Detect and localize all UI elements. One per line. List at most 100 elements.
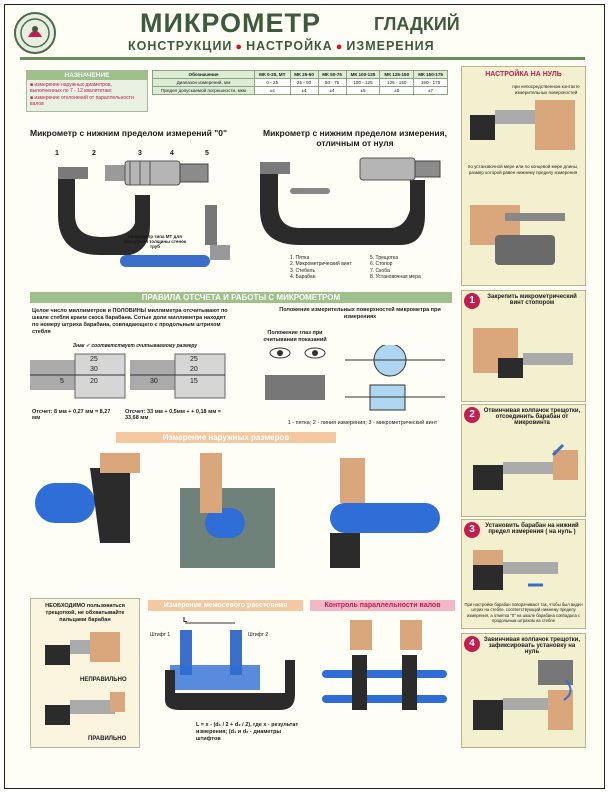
table-column-header: МК 50-75 <box>317 70 347 79</box>
mt-caption: Микрометр типа МТ для измерения толщины … <box>123 234 187 249</box>
spec-table-wrap: Обозначение МК 0-25, МТ МК 25-50 МК 50-7… <box>151 70 448 95</box>
setup-heading: НАСТРОЙКА НА НУЛЬ <box>485 71 562 78</box>
scale-number: 20 <box>190 366 198 373</box>
bullet-icon: ● <box>335 41 344 53</box>
table-cell: 50 - 75 <box>317 78 347 87</box>
step-2-illustration <box>473 443 578 490</box>
legend-item: 6. Стопор <box>370 261 393 268</box>
table-row-header: Обозначение <box>151 70 256 79</box>
parts-legend-right: 5. Трещотка 6. Стопор 7. Скоба 8. Устано… <box>370 255 421 280</box>
vernier-scale-illustrations <box>30 353 226 399</box>
setup-note-2: по установочной мере или по концевой мер… <box>467 164 579 175</box>
step-number: 1 <box>464 293 480 309</box>
poster-subtitle: КОНСТРУКЦИИ●НАСТРОЙКА●ИЗМЕРЕНИЯ <box>128 39 435 53</box>
callout-number: 3 <box>138 150 142 157</box>
table-column-header: МК 125-150 <box>379 70 415 79</box>
step-4-text: Завинчивая колпачок трещотки, зафиксиров… <box>484 637 580 655</box>
setup-illustrations <box>470 100 575 265</box>
table-cell: ±5 <box>379 86 415 95</box>
table-cell: 150 - 175 <box>413 78 448 87</box>
poster-title: МИКРОМЕТР <box>140 8 322 38</box>
step-3-illustration <box>473 550 558 590</box>
micrometer-zero-illustration <box>58 160 230 267</box>
eye-position-illustration <box>265 345 445 411</box>
step-number: 2 <box>464 407 480 423</box>
purpose-panel: НАЗНАЧЕНИЕ ■ измерение наружных диаметро… <box>26 70 148 112</box>
center-distance-illustration <box>165 622 295 710</box>
scale-number: 25 <box>190 356 198 363</box>
table-cell: 125 - 150 <box>379 78 415 87</box>
table-row-header: Предел допускаемой погрешности, мкм <box>151 86 256 95</box>
center-distance-heading: Измерение межосевого расстояния <box>148 600 303 611</box>
legend-item: 7. Скоба <box>370 267 390 274</box>
subtitle-part: ИЗМЕРЕНИЯ <box>346 39 435 53</box>
rules-text: Целое число миллиметров и ПОЛОВИНЫ милли… <box>32 308 228 336</box>
scale-number: 15 <box>190 378 198 385</box>
step-1-text: Закрепить микрометрический винт стопором <box>487 294 577 306</box>
table-cell: 100 - 125 <box>345 78 381 87</box>
scale-number: 25 <box>90 356 98 363</box>
right-label: ПРАВИЛЬНО <box>88 736 127 742</box>
reading-example-1: Отсчет: 8 мм + 0,27 мм = 8,27 мм <box>32 409 111 421</box>
dimension-label: L <box>183 617 188 624</box>
publisher-logo <box>14 12 56 54</box>
reading-example-2: Отсчет: 33 мм + 0,5мм + + 0,18 мм = 33,6… <box>125 409 222 421</box>
table-cell: 25 - 50 <box>289 78 319 87</box>
callout-number: 5 <box>205 150 209 157</box>
step-number: 3 <box>464 522 480 538</box>
parallel-check-illustration <box>322 620 447 710</box>
step-3-note: При настройке барабан поворачивают так, … <box>464 602 583 623</box>
parallel-heading: Контроль параллельности валов <box>310 600 455 611</box>
step-4-illustration <box>473 660 573 730</box>
purpose-list: ■ измерение наружных диаметров, выполнен… <box>27 80 147 109</box>
table-cell: ±4 <box>317 86 347 95</box>
callout-number: 2 <box>92 150 96 157</box>
table-cell: ±4 <box>254 86 291 95</box>
eye-position-title: Положение глаз при считывании показаний <box>263 330 327 343</box>
legend-item: 8. Установочная мера <box>370 273 421 280</box>
outer-heading: Измерение наружных размеров <box>116 432 336 443</box>
surfaces-note: 1 - пятка; 2 - линия измерения; 3 - микр… <box>287 420 438 426</box>
poster-title-suffix: ГЛАДКИЙ <box>374 14 460 34</box>
table-column-header: МК 100-125 <box>345 70 381 79</box>
construction-left-title: Микрометр с нижним пределом измерений "0… <box>30 128 228 138</box>
table-cell: 0 - 25 <box>254 78 291 87</box>
warning-heading: НЕОБХОДИМО пользоваться трещоткой, не об… <box>45 603 125 623</box>
rules-heading: ПРАВИЛА ОТСЧЕТА И РАБОТЫ С МИКРОМЕТРОМ <box>30 292 452 303</box>
legend-item: 3. Стебель <box>290 267 316 274</box>
table-cell: ±7 <box>413 86 448 95</box>
scale-number: 20 <box>90 378 98 385</box>
subtitle-part: НАСТРОЙКА <box>246 39 333 53</box>
wrong-label: НЕПРАВИЛЬНО <box>80 677 127 683</box>
callout-number: 1 <box>55 150 59 157</box>
scale-hint: Знак ✓ соответствует считываемому размер… <box>72 343 198 349</box>
legend-item: 4. Барабан <box>290 273 316 280</box>
scale-number: 30 <box>90 366 98 373</box>
step-number: 4 <box>464 636 480 652</box>
setup-note-1: при непосредственном контакте измеритель… <box>512 84 580 95</box>
pin2-label: Штифт 2 <box>248 632 269 638</box>
surfaces-title: Положение измерительных поверхностей мик… <box>279 307 441 320</box>
step-1-illustration <box>473 328 573 378</box>
spec-table: Обозначение МК 0-25, МТ МК 25-50 МК 50-7… <box>151 70 448 95</box>
micrometer-nonzero-illustration <box>260 157 441 245</box>
purpose-heading: НАЗНАЧЕНИЕ <box>27 71 147 80</box>
warning-illustrations <box>45 632 125 725</box>
scale-number: 5 <box>60 378 64 385</box>
purpose-item: ■ измерение наружных диаметров, выполнен… <box>30 82 113 95</box>
legend-item: 1. Пятка <box>290 255 310 261</box>
callout-number: 4 <box>170 150 174 157</box>
purpose-item: ■ измерение отклонений от параллельности… <box>30 94 134 107</box>
header-divider <box>20 57 585 60</box>
step-3-text: Установить барабан на нижний предел изме… <box>485 523 579 535</box>
table-column-header: МК 0-25, МТ <box>254 70 291 79</box>
legend-item: 2. Микрометрический винт <box>290 261 352 268</box>
table-row-header: Диапазон измерений, мм <box>151 78 256 87</box>
step-2-text: Отвинчивая колпачок трещотки, отсоединит… <box>483 408 581 426</box>
pin1-label: Штифт 1 <box>150 632 171 638</box>
outer-measurement-illustrations <box>35 453 440 568</box>
bullet-icon: ● <box>235 41 244 53</box>
table-column-header: МК 150-175 <box>413 70 448 79</box>
center-distance-formula: L = x - (d₁ / 2 + d₂ / 2), где x - резул… <box>196 722 299 743</box>
construction-right-title: Микрометр с нижним пределом измерения, о… <box>263 128 447 148</box>
